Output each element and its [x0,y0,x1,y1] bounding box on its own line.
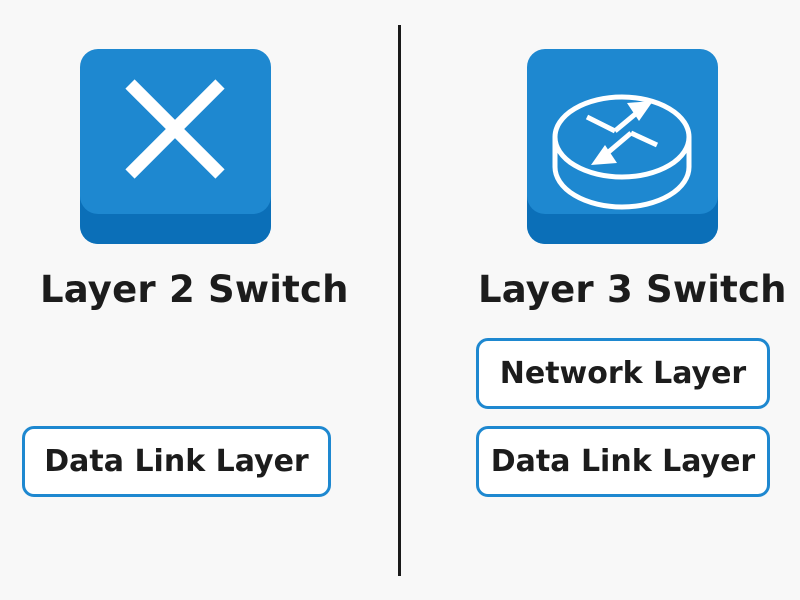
router-icon [527,49,718,244]
layer2-data-link-layer-box: Data Link Layer [22,426,331,497]
center-divider [398,25,401,576]
layer3-network-layer-box: Network Layer [476,338,770,409]
cross-arrows-icon [80,49,271,244]
layer2-switch-title: Layer 2 Switch [40,268,349,311]
layer3-data-link-layer-box: Data Link Layer [476,426,770,497]
layer3-switch-title: Layer 3 Switch [478,268,787,311]
